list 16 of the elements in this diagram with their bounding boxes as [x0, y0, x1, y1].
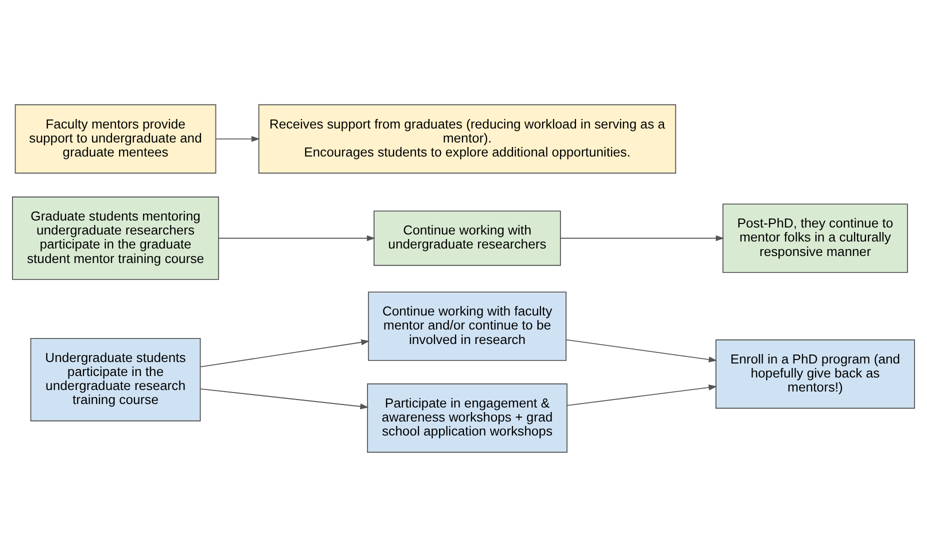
arrow	[566, 338, 718, 362]
node-box: Enroll in a PhD program (and hopefully give back as mentors!)	[715, 338, 915, 408]
arrow	[200, 388, 369, 409]
node-box: Post-PhD, they continue to mentor folks in a culturally responsive manner	[722, 203, 908, 272]
arrow	[560, 234, 724, 241]
node-box: Faculty mentors provide support to undergraduate and graduate mentees	[14, 104, 216, 174]
arrow	[200, 338, 370, 367]
arrow	[218, 234, 376, 241]
arrow	[566, 384, 718, 406]
node-box: Graduate students mentoring undergraduate researchers participate in the graduate student mentor training course	[12, 196, 220, 280]
node-box: Continue working with undergraduate researchers	[374, 210, 561, 266]
node-box: Continue working with faculty mentor and/or continue to be involved in research	[368, 291, 567, 360]
node-box: Participate in engagement & awareness workshops + grad school application workshops	[367, 382, 568, 452]
node-box: Undergraduate students participate in the undergraduate research training course	[30, 337, 201, 421]
arrow	[215, 135, 260, 142]
node-box: Receives support from graduates (reducing workload in serving as a mentor). Encourages students to explore additional opportunities.	[258, 104, 676, 174]
